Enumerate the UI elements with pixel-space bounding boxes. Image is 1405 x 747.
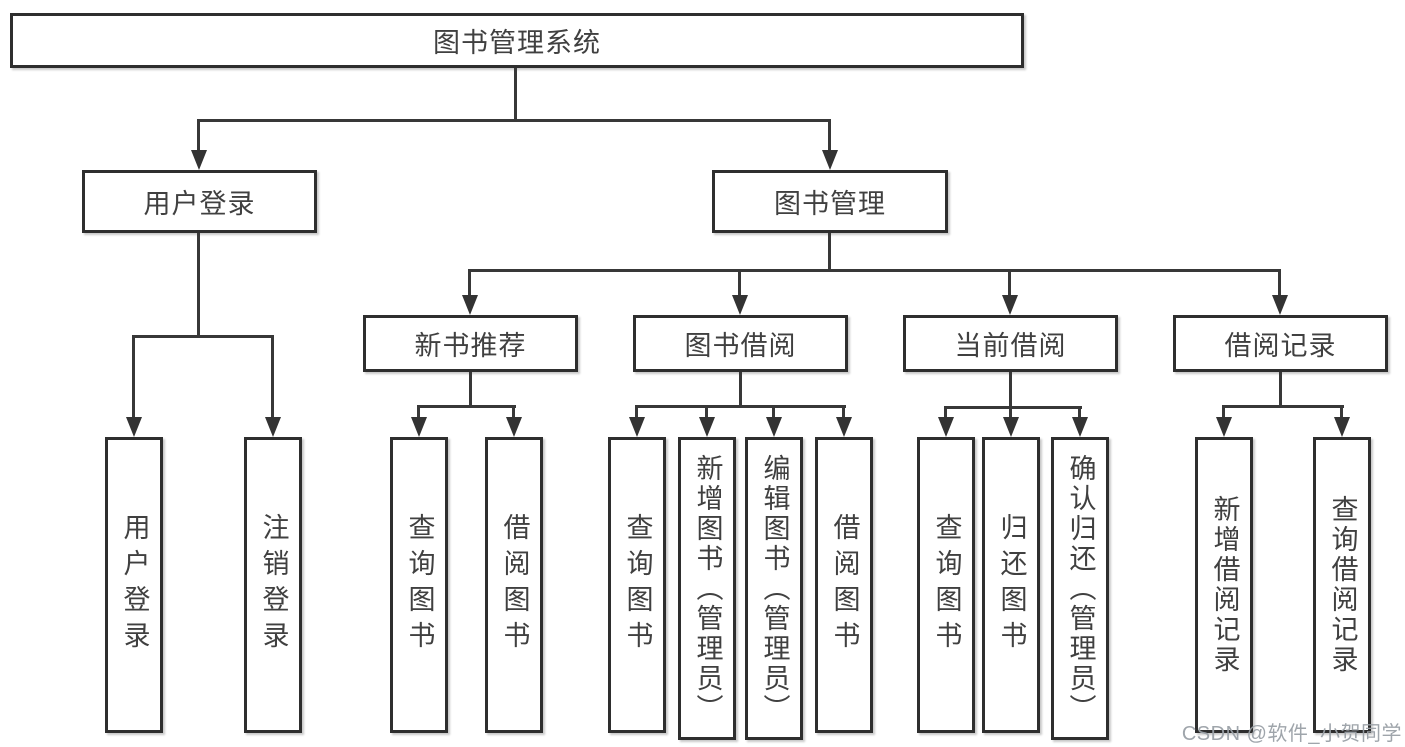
node-library-system: 图书管理系统 [10, 13, 1024, 68]
connector-line [417, 407, 420, 418]
connector-line [468, 269, 1281, 272]
connector-line [944, 406, 1082, 409]
connector-line [1008, 271, 1011, 296]
leaf-borrow-query-books: 查询图书 [608, 437, 666, 733]
leaf-return-books: 归还图书 [982, 437, 1040, 733]
arrowhead-icon [265, 417, 281, 437]
arrowhead-icon [629, 417, 645, 437]
arrowhead-icon [191, 150, 207, 170]
connector-line [197, 233, 200, 337]
arrowhead-icon [411, 417, 427, 437]
arrowhead-icon [462, 295, 478, 315]
node-new-book-recommend: 新书推荐 [363, 315, 578, 372]
connector-line [1278, 271, 1281, 296]
connector-line [468, 271, 471, 296]
connector-line [635, 407, 638, 418]
leaf-recommend-borrow-books: 借阅图书 [485, 437, 543, 733]
connector-line [1009, 372, 1012, 408]
leaf-add-books-admin: 新增图书（管理员） [678, 437, 736, 740]
node-book-borrow: 图书借阅 [633, 315, 848, 372]
arrowhead-icon [1072, 417, 1088, 437]
connector-line [1222, 405, 1344, 408]
connector-line [197, 121, 200, 152]
arrowhead-icon [938, 417, 954, 437]
leaf-add-borrow-record: 新增借阅记录 [1195, 437, 1253, 733]
arrowhead-icon [1216, 417, 1232, 437]
arrowhead-icon [1272, 295, 1288, 315]
leaf-user-login: 用户登录 [105, 437, 163, 733]
connector-line [271, 337, 274, 418]
connector-line [1078, 408, 1081, 418]
leaf-recommend-query-books: 查询图书 [390, 437, 448, 733]
node-borrow-records: 借阅记录 [1173, 315, 1388, 372]
connector-line [635, 405, 846, 408]
connector-line [512, 407, 515, 418]
connector-line [1009, 408, 1012, 418]
leaf-query-borrow-record: 查询借阅记录 [1313, 437, 1371, 733]
connector-line [469, 372, 472, 407]
arrowhead-icon [506, 417, 522, 437]
leaf-current-query-books: 查询图书 [917, 437, 975, 733]
connector-line [738, 271, 741, 296]
connector-line [514, 68, 517, 121]
connector-line [828, 121, 831, 152]
arrowhead-icon [699, 417, 715, 437]
connector-line [132, 335, 274, 338]
connector-line [1279, 372, 1282, 407]
connector-line [1340, 407, 1343, 418]
connector-line [739, 372, 742, 407]
arrowhead-icon [732, 295, 748, 315]
arrowhead-icon [1003, 417, 1019, 437]
leaf-borrow-books: 借阅图书 [815, 437, 873, 733]
leaf-edit-books-admin: 编辑图书（管理员） [745, 437, 803, 740]
connector-line [132, 337, 135, 418]
leaf-confirm-return-admin: 确认归还（管理员） [1051, 437, 1109, 740]
leaf-logout: 注销登录 [244, 437, 302, 733]
connector-line [828, 233, 831, 271]
arrowhead-icon [1334, 417, 1350, 437]
arrowhead-icon [1002, 295, 1018, 315]
connector-line [417, 405, 516, 408]
arrowhead-icon [822, 150, 838, 170]
connector-line [772, 407, 775, 418]
node-book-management: 图书管理 [712, 170, 948, 233]
connector-line [842, 407, 845, 418]
connector-line [944, 408, 947, 418]
connector-line [705, 407, 708, 418]
node-user-login: 用户登录 [82, 170, 317, 233]
connector-line [1222, 407, 1225, 418]
arrowhead-icon [836, 417, 852, 437]
connector-line [197, 119, 831, 122]
csdn-watermark: CSDN @软件_小贺同学 [1181, 723, 1402, 745]
arrowhead-icon [126, 417, 142, 437]
arrowhead-icon [766, 417, 782, 437]
node-current-borrow: 当前借阅 [903, 315, 1118, 372]
